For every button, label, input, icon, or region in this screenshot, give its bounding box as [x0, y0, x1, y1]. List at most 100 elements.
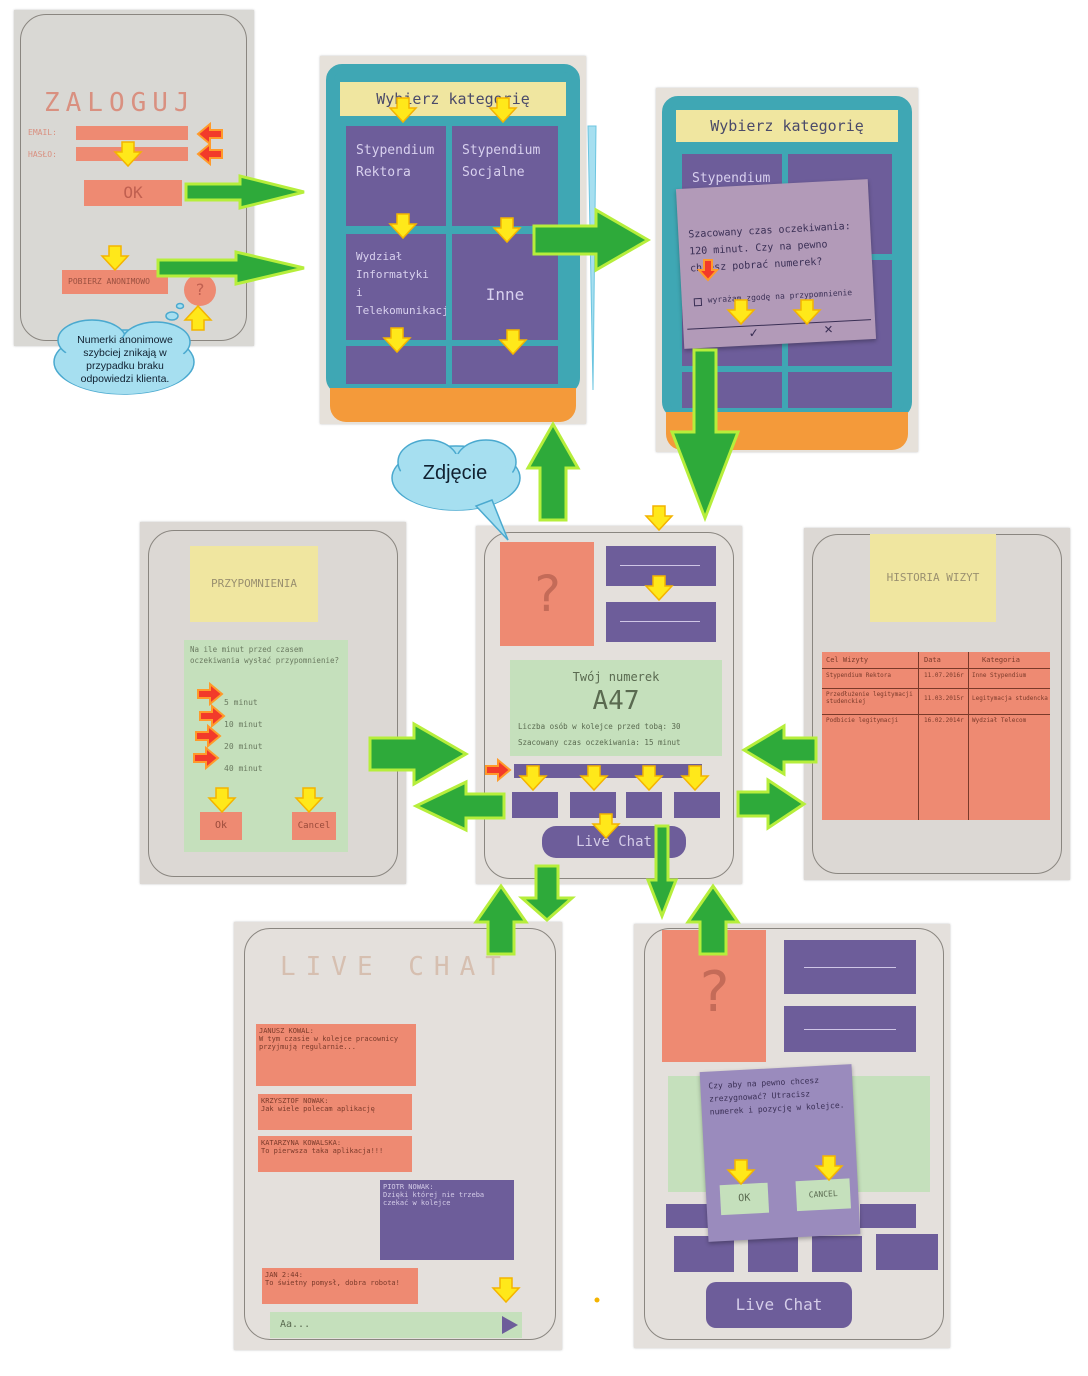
chat-input[interactable]: Aa...: [270, 1312, 496, 1338]
message-author: JANUSZ KOWAL:: [259, 1027, 314, 1035]
column-header: Data: [924, 656, 941, 664]
forward-button[interactable]: [784, 940, 916, 994]
forward-button[interactable]: [606, 546, 716, 586]
checkbox-label: wyrażam zgodę na przypomnienie: [707, 288, 853, 305]
accept-button[interactable]: ✓: [748, 325, 759, 342]
tool-button-4b[interactable]: [876, 1234, 938, 1270]
category-stypendium-rektora[interactable]: Stypendium Rektora: [340, 120, 452, 232]
message-text: W tym czasie w kolejce pracownicy przyjm…: [259, 1035, 399, 1051]
category-header: Wybierz kategorię: [676, 110, 898, 142]
ticket-number: A47: [592, 686, 640, 716]
email-label: EMAIL:: [28, 128, 57, 137]
cell: Wydział Telecom: [972, 717, 1027, 724]
back-button[interactable]: [606, 602, 716, 642]
column-header: Cel Wizyty: [826, 656, 869, 664]
history-title: HISTORIA WIZYT: [870, 534, 996, 622]
photo-note-text: Zdjęcie: [422, 462, 488, 484]
help-bubble[interactable]: ?: [184, 274, 216, 306]
message-author: KATARZYNA KOWALSKA:: [261, 1139, 342, 1147]
help-card[interactable]: ?: [500, 542, 594, 646]
category-empty-left[interactable]: [340, 340, 452, 390]
reminder-checkbox[interactable]: [693, 297, 703, 307]
cancel-screen-photo: ? Live Chat Czy aby na pewno chcesz zrez…: [634, 924, 950, 1348]
chat-screen-photo: LIVE CHAT JANUSZ KOWAL: W tym czasie w k…: [234, 922, 562, 1350]
tool-button-1[interactable]: [512, 792, 558, 818]
reminder-option-40[interactable]: 40 minut: [224, 756, 304, 773]
cancel-dialog-text: Czy aby na pewno chcesz zrezygnować? Utr…: [708, 1075, 845, 1117]
main-screen-photo: ? Twój numerek A47 Liczba osób w kolejce…: [476, 526, 742, 884]
cell: 16.02.2014r: [924, 717, 964, 724]
category-wydzial[interactable]: Wydział Informatyki i Telekomunikacji: [340, 228, 455, 346]
option-label: 40 minut: [224, 764, 263, 773]
reminder-ok-button[interactable]: Ok: [200, 812, 242, 840]
cell: Legitymacja studencka: [972, 695, 1048, 702]
message-author: KRZYSZTOF NOWAK:: [261, 1097, 329, 1105]
confirm-text: Szacowany czas oczekiwania: 120 minut. C…: [688, 221, 851, 275]
arrow-main-to-categories: [525, 420, 581, 522]
live-chat-button[interactable]: Live Chat: [706, 1282, 852, 1328]
tool-button-3[interactable]: [626, 792, 662, 818]
message-text: To pierwsza taka aplikacja!!!: [261, 1147, 384, 1155]
cell: Podbicie legitymacji: [826, 717, 899, 724]
table-row[interactable]: Przedłużenie legitymacji studenckiej 11.…: [822, 688, 1050, 712]
stray-dot: [594, 1297, 600, 1303]
history-screen-photo: HISTORIA WIZYT Cel Wizyty Data Kategoria…: [804, 528, 1070, 880]
chat-message: KATARZYNA KOWALSKA: To pierwsza taka apl…: [258, 1136, 412, 1172]
ticket-card: Twój numerek A47 Liczba osób w kolejce p…: [510, 660, 722, 756]
login-title: ZALOGUJ: [44, 88, 196, 118]
category-footer: [666, 412, 908, 450]
cell: Inne Stypendium: [972, 672, 1027, 679]
option-label: 5 minut: [224, 698, 258, 707]
tool-button-2b[interactable]: [748, 1236, 798, 1272]
chat-title: LIVE CHAT: [280, 952, 511, 982]
phone-outline: [644, 928, 944, 1340]
category-footer: [330, 388, 576, 422]
history-table: Cel Wizyty Data Kategoria Stypendium Rek…: [822, 652, 1050, 820]
help-symbol: ?: [697, 960, 731, 1025]
table-row[interactable]: Stypendium Rektora 11.07.2016r Inne Styp…: [822, 670, 1050, 686]
category-cell[interactable]: [782, 366, 898, 414]
category-header: Wybierz kategorię: [340, 82, 566, 116]
message-author: JAN 2:44:: [265, 1271, 303, 1279]
reminder-option-10[interactable]: 10 minut: [224, 712, 304, 729]
category-stypendium-socjalne[interactable]: Stypendium Socjalne: [446, 120, 564, 232]
password-field[interactable]: [76, 147, 188, 161]
cell: 11.03.2015r: [924, 695, 964, 702]
chat-message: JANUSZ KOWAL: W tym czasie w kolejce pra…: [256, 1024, 416, 1086]
cancel-dialog-ok-button[interactable]: OK: [719, 1182, 770, 1216]
tool-button-4[interactable]: [674, 792, 720, 818]
login-ok-button[interactable]: OK: [84, 180, 182, 206]
password-label: HASŁO:: [28, 150, 57, 159]
live-chat-button[interactable]: Live Chat: [542, 826, 686, 858]
email-field[interactable]: [76, 126, 188, 140]
category-cell[interactable]: [676, 366, 788, 414]
ticket-title: Twój numerek: [572, 670, 660, 684]
phone-outline: [244, 928, 556, 1340]
reminder-option-20[interactable]: 20 minut: [224, 734, 304, 751]
back-button[interactable]: [784, 1006, 916, 1052]
tool-button-3b[interactable]: [812, 1236, 862, 1272]
help-card[interactable]: ?: [662, 930, 766, 1062]
option-label: 10 minut: [224, 720, 263, 729]
category-inne[interactable]: Inne: [446, 228, 564, 346]
cancel-dialog-cancel-button[interactable]: CANCEL: [795, 1178, 851, 1212]
column-line: [968, 652, 969, 820]
option-label: 20 minut: [224, 742, 263, 751]
message-author: PIOTR NOWAK:: [383, 1183, 434, 1191]
table-row[interactable]: Podbicie legitymacji 16.02.2014r Wydział…: [822, 714, 1050, 730]
reject-button[interactable]: ✕: [823, 321, 834, 338]
send-button[interactable]: [496, 1312, 522, 1338]
message-text: Jak wiele polecam aplikację: [261, 1105, 375, 1113]
reminder-cancel-button[interactable]: Cancel: [292, 812, 336, 840]
anon-note-text: Numerki anonimowe szybciej znikają w prz…: [77, 334, 173, 385]
wait-time: Szacowany czas oczekiwania: 15 minut: [518, 738, 681, 747]
reminder-option-5[interactable]: 5 minut: [224, 690, 304, 707]
arrow-left-icon: [804, 1029, 896, 1030]
arrow-main-to-history: [736, 777, 807, 831]
tool-button-4[interactable]: [860, 1204, 916, 1228]
column-header: Kategoria: [982, 656, 1020, 664]
anon-download-button[interactable]: POBIERZ ANONIMOWO: [62, 270, 168, 294]
category-empty-right[interactable]: [446, 340, 564, 390]
tool-button-1b[interactable]: [674, 1236, 734, 1272]
tool-button-2[interactable]: [570, 792, 616, 818]
